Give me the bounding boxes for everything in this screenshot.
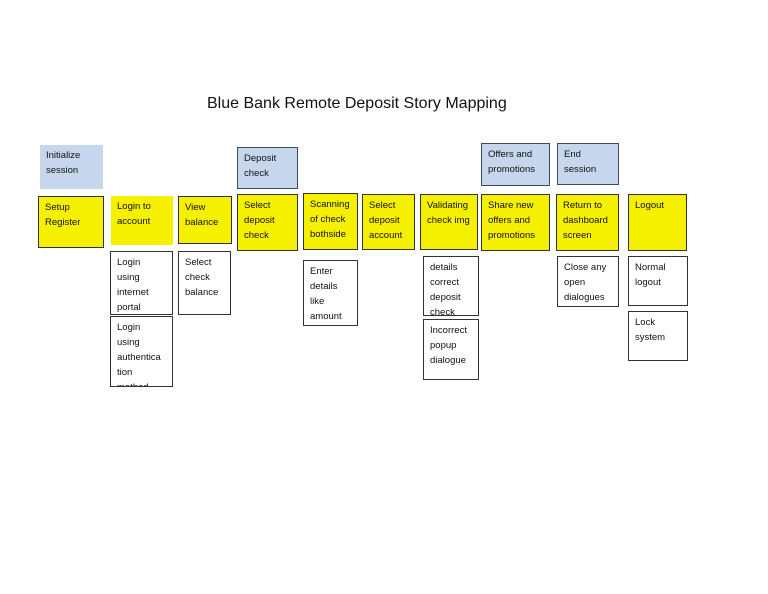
story-select-check-balance: Select check balance [178, 251, 231, 315]
task-login-account: Login to account [111, 196, 173, 245]
story-incorrect-popup: Incorrect popup dialogue [423, 319, 479, 380]
story-lock-system: Lock system [628, 311, 688, 361]
task-logout: Logout [628, 194, 687, 251]
story-enter-details: Enter details like amount [303, 260, 358, 326]
story-details-correct: details correct deposit check [423, 256, 479, 316]
page-title: Blue Bank Remote Deposit Story Mapping [207, 95, 507, 112]
activity-offers-promotions: Offers and promotions [481, 143, 550, 186]
task-scanning-check: Scanning of check bothside [303, 193, 358, 250]
activity-end-session: End session [557, 143, 619, 185]
task-select-deposit-account: Select deposit account [362, 194, 415, 250]
story-close-dialogues: Close any open dialogues [557, 256, 619, 307]
task-setup-register: Setup Register [38, 196, 104, 248]
story-login-internet-portal: Login using internet portal [110, 251, 173, 315]
task-validating-check-img: Validating check img [420, 194, 478, 250]
story-normal-logout: Normal logout [628, 256, 688, 306]
activity-deposit-check: Deposit check [237, 147, 298, 189]
task-select-deposit-check: Select deposit check [237, 194, 298, 251]
activity-initialize-session: Initialize session [40, 145, 103, 189]
task-return-dashboard: Return to dashboard screen [556, 194, 619, 251]
story-login-authentication: Login using authentica tion method [110, 316, 173, 387]
task-share-offers: Share new offers and promotions [481, 194, 550, 251]
task-view-balance: View balance [178, 196, 232, 244]
